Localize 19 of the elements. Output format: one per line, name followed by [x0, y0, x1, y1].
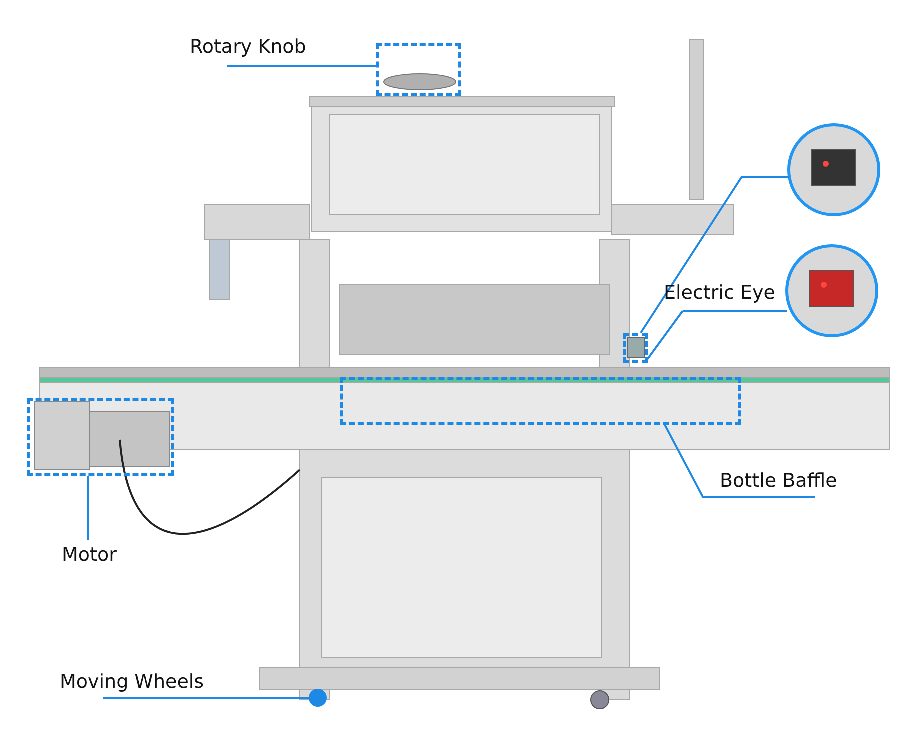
dashed-highlight-frame — [27, 398, 174, 476]
dashed-highlight-frame — [340, 377, 741, 425]
dashed-highlight-frame — [623, 333, 648, 363]
marker-dot — [309, 689, 327, 707]
leader-line — [87, 476, 89, 540]
callout-label: Rotary Knob — [190, 36, 306, 58]
callout-label: Moving Wheels — [60, 671, 204, 693]
leader-line — [103, 697, 309, 699]
leader-line — [640, 176, 789, 334]
dashed-highlight-frame — [376, 43, 461, 96]
callout-label: Bottle Baffle — [720, 470, 838, 492]
leader-line — [664, 424, 815, 498]
sensor-closeup-inset — [786, 244, 878, 338]
leader-line — [644, 310, 684, 364]
leader-line — [227, 65, 376, 67]
leader-line — [683, 310, 787, 312]
sensor-closeup-inset — [788, 124, 880, 216]
callout-label: Electric Eye — [664, 282, 776, 304]
callout-label: Motor — [62, 544, 117, 566]
